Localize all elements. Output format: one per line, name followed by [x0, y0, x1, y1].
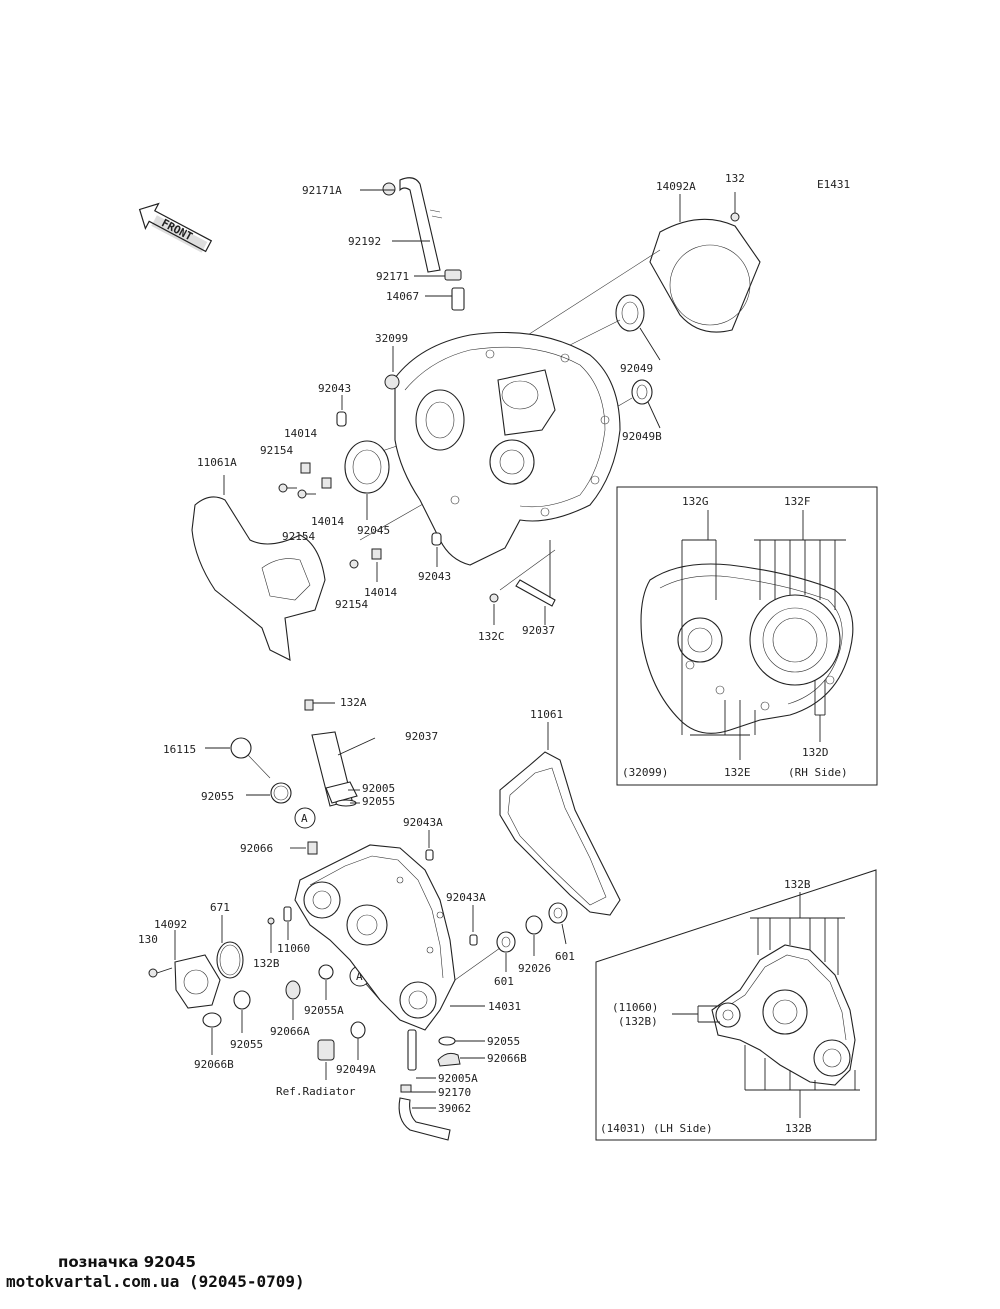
label-92066A: 92066A — [270, 1025, 310, 1038]
label-132A: 132A — [340, 696, 367, 709]
label-92154-b: 92154 — [282, 530, 315, 543]
label-14067: 14067 — [386, 290, 419, 303]
label-132: 132 — [725, 172, 745, 185]
label-132D: 132D — [802, 746, 829, 759]
label-92049A: 92049A — [336, 1063, 376, 1076]
label-132C: 132C — [478, 630, 505, 643]
label-92055-b: 92055 — [362, 795, 395, 808]
label-11061: 11061 — [530, 708, 563, 721]
label-14092A: 14092A — [656, 180, 696, 193]
label-92049: 92049 — [620, 362, 653, 375]
label-132F: 132F — [784, 495, 811, 508]
label-92171: 92171 — [376, 270, 409, 283]
label-92154-c: 92154 — [335, 598, 368, 611]
label-11060: 11060 — [277, 942, 310, 955]
label-11060-ref: (11060) — [612, 1001, 658, 1014]
label-rh-side: (RH Side) — [788, 766, 848, 779]
label-92066B-b: 92066B — [194, 1058, 234, 1071]
label-92005: 92005 — [362, 782, 395, 795]
label-32099: 32099 — [375, 332, 408, 345]
label-92026: 92026 — [518, 962, 551, 975]
label-601-a: 601 — [555, 950, 575, 963]
label-671: 671 — [210, 901, 230, 914]
label-92005A: 92005A — [438, 1072, 478, 1085]
crankcase-cover-32099 — [384, 331, 621, 566]
label-14014-a: 14014 — [284, 427, 317, 440]
label-130: 130 — [138, 933, 158, 946]
label-92055-c: 92055 — [487, 1035, 520, 1048]
footer-site: motokvartal.com.ua (92045-0709) — [6, 1272, 305, 1291]
label-ref-radiator: Ref.Radiator — [276, 1085, 356, 1098]
seal-92049 — [615, 294, 661, 429]
gasket-11061A — [191, 475, 326, 661]
label-92043A-b: 92043A — [446, 891, 486, 904]
label-92045: 92045 — [357, 524, 390, 537]
label-92037: 92037 — [522, 624, 555, 637]
label-92055A: 92055A — [304, 1004, 344, 1017]
label-92170: 92170 — [438, 1086, 471, 1099]
footer-title: позначка 92045 — [58, 1253, 196, 1271]
label-16115: 16115 — [163, 743, 196, 756]
callout-a-2: A — [356, 970, 363, 983]
label-39062: 39062 — [438, 1102, 471, 1115]
label-92043A-a: 92043A — [403, 816, 443, 829]
lh-side-detail-box — [595, 869, 877, 1141]
breather-hose-group — [360, 177, 465, 311]
label-92066: 92066 — [240, 842, 273, 855]
label-92066B-a: 92066B — [487, 1052, 527, 1065]
label-14031: 14031 — [488, 1000, 521, 1013]
label-92154-a: 92154 — [260, 444, 293, 457]
label-92043: 92043 — [318, 382, 351, 395]
label-132B-lower: 132B — [253, 957, 280, 970]
label-132G: 132G — [682, 495, 709, 508]
label-32099-ref: (32099) — [622, 766, 668, 779]
label-14014-b: 14014 — [311, 515, 344, 528]
diagram-code: E1431 — [817, 178, 850, 191]
small-parts-upper — [278, 395, 556, 625]
gasket-11061 — [499, 722, 621, 916]
label-14092: 14092 — [154, 918, 187, 931]
label-132B-top: 132B — [784, 878, 811, 891]
label-92049B: 92049B — [622, 430, 662, 443]
label-lh-side: (14031) (LH Side) — [600, 1122, 713, 1135]
label-92043-b: 92043 — [418, 570, 451, 583]
rh-side-detail-box — [616, 486, 878, 786]
label-92171A: 92171A — [302, 184, 342, 197]
cover-plate-14092A — [649, 192, 761, 333]
label-14014-c: 14014 — [364, 586, 397, 599]
label-132E: 132E — [724, 766, 751, 779]
front-arrow-icon: FRONT — [138, 202, 213, 253]
label-11061A: 11061A — [197, 456, 237, 469]
label-132B-bottom: 132B — [785, 1122, 812, 1135]
label-601-b: 601 — [494, 975, 514, 988]
label-92055-a: 92055 — [201, 790, 234, 803]
label-92037-lower: 92037 — [405, 730, 438, 743]
callout-a-1: A — [301, 812, 308, 825]
label-132B-ref: (132B) — [618, 1015, 658, 1028]
label-92192: 92192 — [348, 235, 381, 248]
label-92055-d: 92055 — [230, 1038, 263, 1051]
lower-cover-parts: A A — [148, 699, 568, 1141]
